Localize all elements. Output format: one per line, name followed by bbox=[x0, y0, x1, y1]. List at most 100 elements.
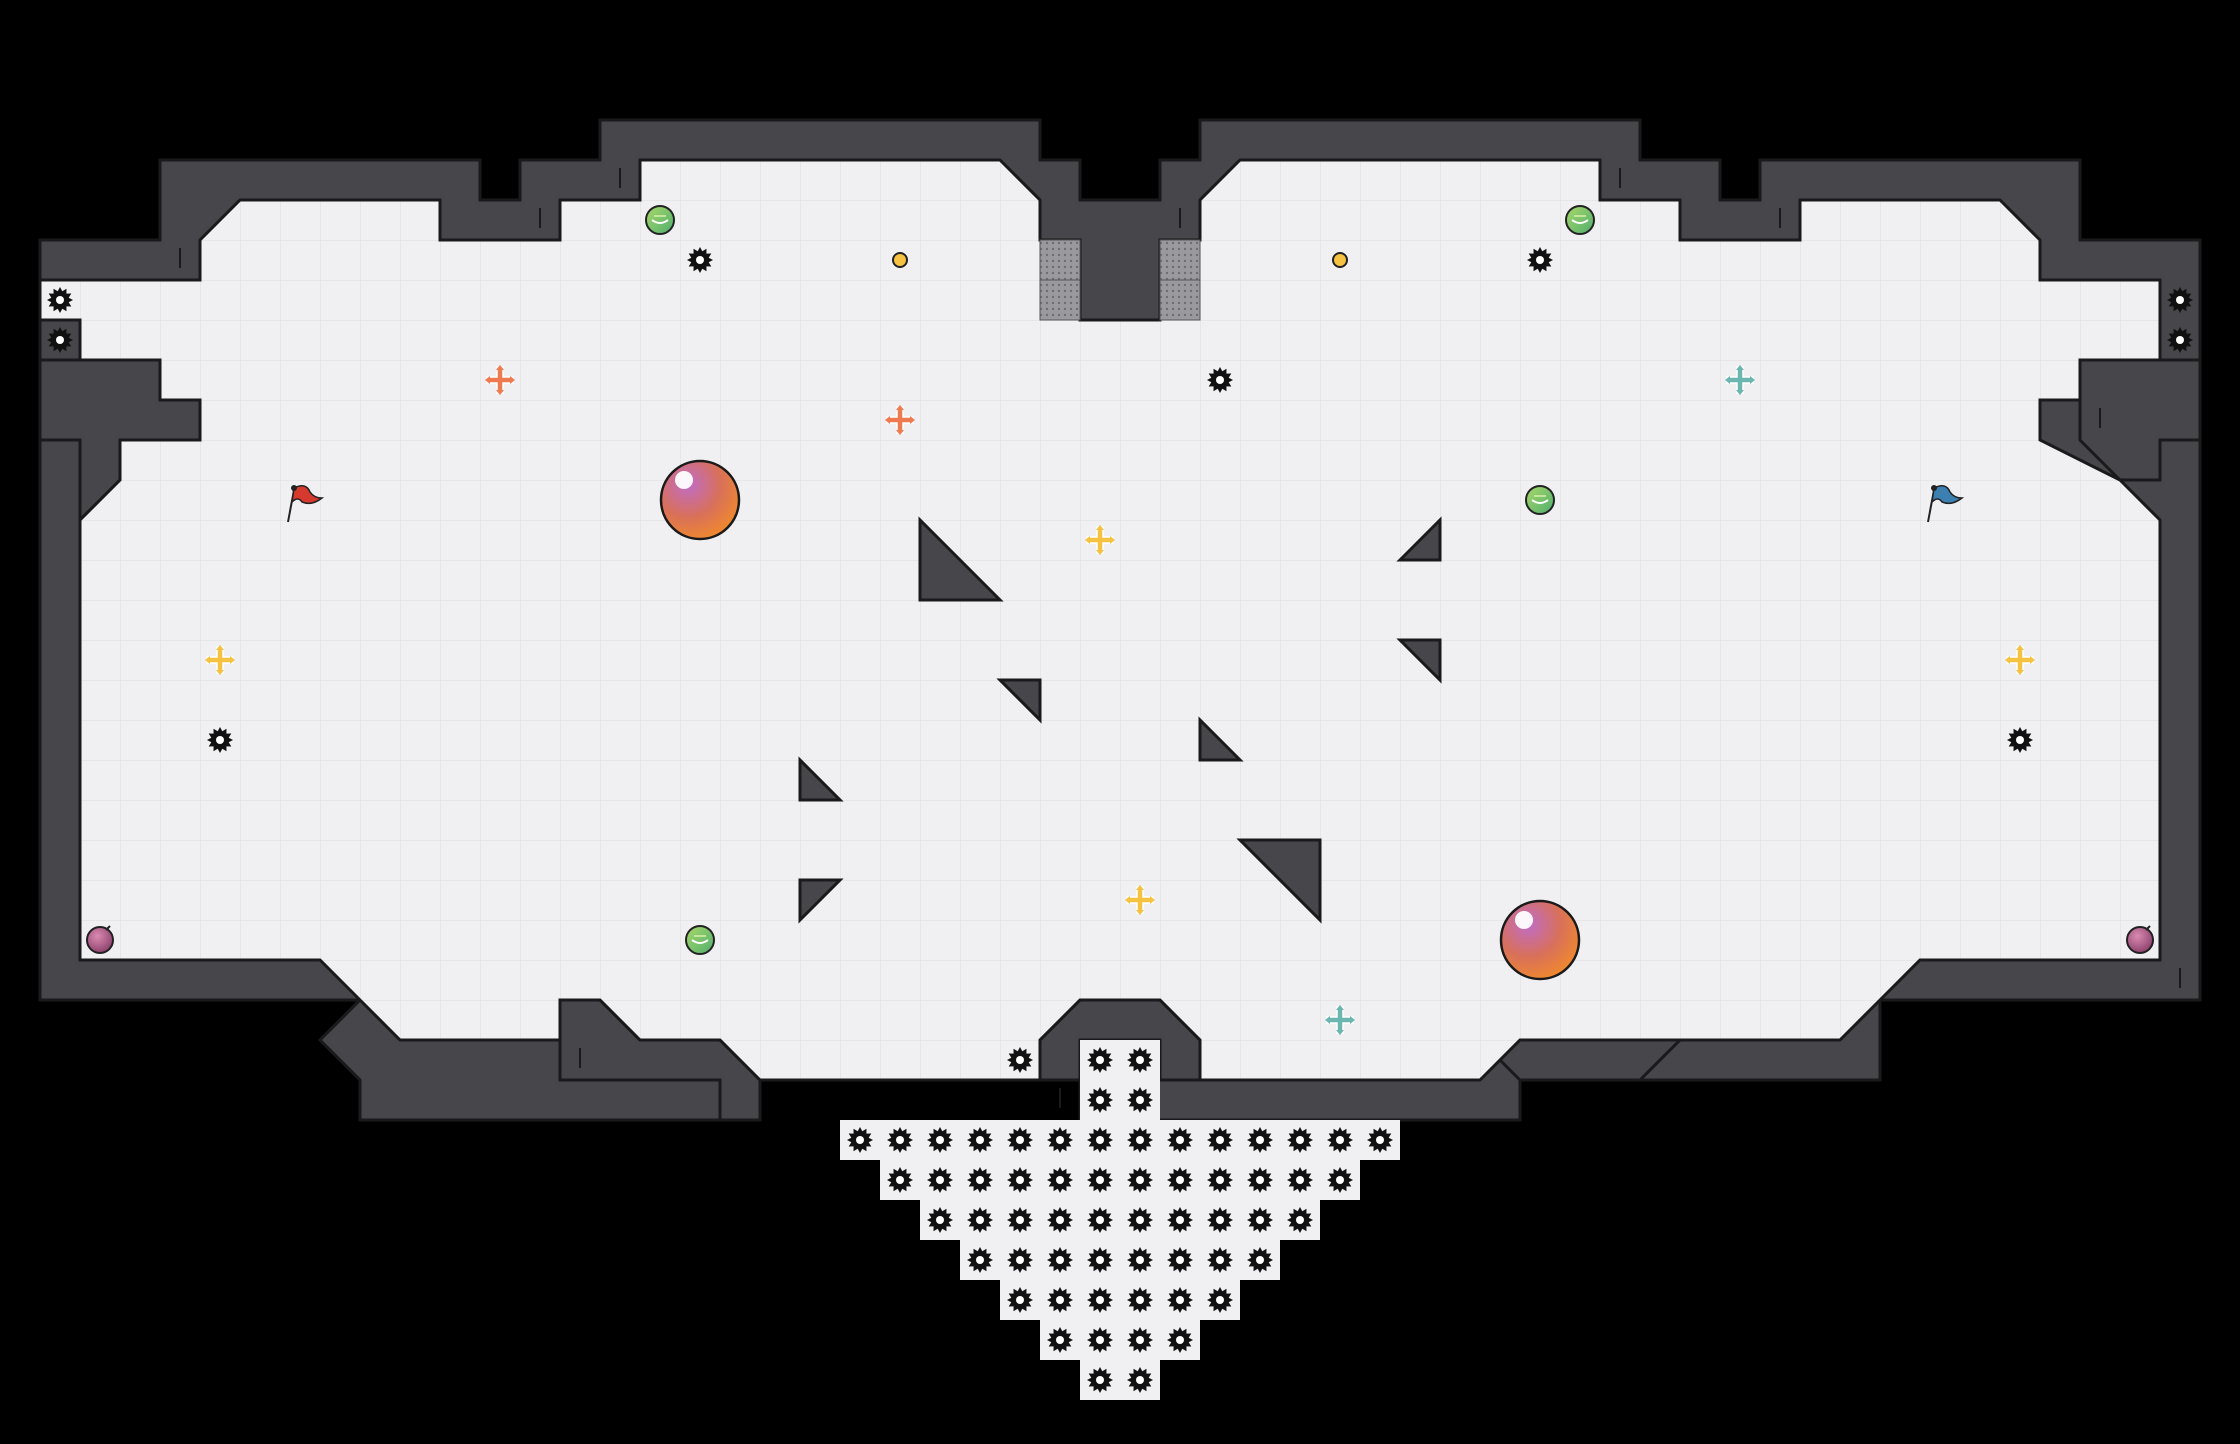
spike-icon bbox=[687, 247, 713, 273]
boost-pad-icon bbox=[1125, 885, 1155, 915]
spike-icon bbox=[2167, 287, 2193, 313]
spike-icon bbox=[1207, 367, 1233, 393]
spike-icon bbox=[47, 327, 73, 353]
spike-icon bbox=[1127, 1127, 1153, 1153]
powerup-icon bbox=[1565, 205, 1595, 235]
spike-icon bbox=[1047, 1247, 1073, 1273]
powerup-icon bbox=[645, 205, 675, 235]
spike-icon bbox=[1007, 1207, 1033, 1233]
boost-pad-icon bbox=[485, 365, 515, 395]
spike-icon bbox=[1127, 1247, 1153, 1273]
gates-layer bbox=[1039, 239, 1201, 321]
spike-icon bbox=[1127, 1047, 1153, 1073]
spike-icon bbox=[1167, 1207, 1193, 1233]
spike-icon bbox=[1087, 1327, 1113, 1353]
spike-icon bbox=[967, 1207, 993, 1233]
spike-icon bbox=[1287, 1167, 1313, 1193]
spike-icon bbox=[207, 727, 233, 753]
spike-icon bbox=[1247, 1247, 1273, 1273]
spike-icon bbox=[1127, 1327, 1153, 1353]
spike-icon bbox=[1007, 1247, 1033, 1273]
boost-pad-icon bbox=[1325, 1005, 1355, 1035]
spike-icon bbox=[1087, 1047, 1113, 1073]
spike-icon bbox=[1047, 1127, 1073, 1153]
spike-icon bbox=[1127, 1287, 1153, 1313]
spike-icon bbox=[1007, 1047, 1033, 1073]
spike-icon bbox=[1167, 1167, 1193, 1193]
spike-icon bbox=[1327, 1167, 1353, 1193]
spike-icon bbox=[1167, 1247, 1193, 1273]
spike-icon bbox=[1087, 1367, 1113, 1393]
gate-tile bbox=[1159, 279, 1201, 321]
boost-pad-icon bbox=[2005, 645, 2035, 675]
spike-icon bbox=[1087, 1247, 1113, 1273]
spike-icon bbox=[1007, 1167, 1033, 1193]
boost-pad-icon bbox=[1725, 365, 1755, 395]
boost-pad-icon bbox=[205, 645, 235, 675]
spike-icon bbox=[2167, 327, 2193, 353]
spike-icon bbox=[967, 1167, 993, 1193]
triangle-wall bbox=[1198, 716, 1244, 762]
spike-icon bbox=[1167, 1287, 1193, 1313]
triangle-wall bbox=[798, 756, 844, 802]
spike-icon bbox=[1247, 1127, 1273, 1153]
gate-tile bbox=[1159, 239, 1201, 281]
spike-icon bbox=[1247, 1167, 1273, 1193]
boost-pad-icon bbox=[1085, 525, 1115, 555]
spike-icon bbox=[1007, 1287, 1033, 1313]
spike-icon bbox=[887, 1127, 913, 1153]
boost-pad-icon bbox=[885, 405, 915, 435]
spike-icon bbox=[47, 287, 73, 313]
triangle-wall bbox=[918, 516, 1004, 602]
spike-icon bbox=[1367, 1127, 1393, 1153]
spike-icon bbox=[1287, 1127, 1313, 1153]
spike-icon bbox=[927, 1127, 953, 1153]
spike-icon bbox=[1327, 1127, 1353, 1153]
spike-icon bbox=[1127, 1167, 1153, 1193]
spike-icon bbox=[2007, 727, 2033, 753]
spike-icon bbox=[927, 1207, 953, 1233]
spike-icon bbox=[1207, 1127, 1233, 1153]
spike-icon bbox=[1247, 1207, 1273, 1233]
spike-icon bbox=[1127, 1207, 1153, 1233]
triangle-wall bbox=[996, 678, 1042, 724]
objects-layer bbox=[47, 205, 2193, 1393]
spike-icon bbox=[1047, 1207, 1073, 1233]
triangle-wall bbox=[1396, 638, 1442, 684]
bubble-orb-icon bbox=[1499, 899, 1581, 981]
blue-flag-icon[interactable] bbox=[1927, 485, 1965, 523]
spike-icon bbox=[1007, 1127, 1033, 1153]
spike-icon bbox=[1047, 1167, 1073, 1193]
spike-icon bbox=[887, 1167, 913, 1193]
bomb-icon bbox=[2126, 925, 2154, 954]
triangle-wall bbox=[1236, 838, 1322, 924]
spike-icon bbox=[847, 1127, 873, 1153]
powerup-icon bbox=[1525, 485, 1555, 515]
spike-icon bbox=[1127, 1087, 1153, 1113]
spike-icon bbox=[1527, 247, 1553, 273]
spike-icon bbox=[1087, 1207, 1113, 1233]
spike-icon bbox=[1207, 1207, 1233, 1233]
powerup-icon bbox=[685, 925, 715, 955]
red-flag-icon[interactable] bbox=[287, 485, 325, 523]
spike-icon bbox=[1207, 1167, 1233, 1193]
bomb-icon bbox=[86, 925, 114, 954]
spike-icon bbox=[927, 1167, 953, 1193]
spike-icon bbox=[1087, 1087, 1113, 1113]
spike-icon bbox=[1087, 1167, 1113, 1193]
spike-icon bbox=[1207, 1247, 1233, 1273]
obstacles-layer bbox=[798, 516, 1442, 924]
gate-tile bbox=[1039, 279, 1081, 321]
spike-icon bbox=[967, 1127, 993, 1153]
spike-icon bbox=[1087, 1287, 1113, 1313]
spike-icon bbox=[1127, 1367, 1153, 1393]
spike-icon bbox=[1167, 1127, 1193, 1153]
spike-icon bbox=[1087, 1127, 1113, 1153]
portal-dot-icon bbox=[892, 252, 908, 268]
spike-icon bbox=[1047, 1287, 1073, 1313]
right-notch-wall bbox=[2078, 358, 2202, 482]
spike-icon bbox=[1287, 1207, 1313, 1233]
portal-dot-icon bbox=[1332, 252, 1348, 268]
